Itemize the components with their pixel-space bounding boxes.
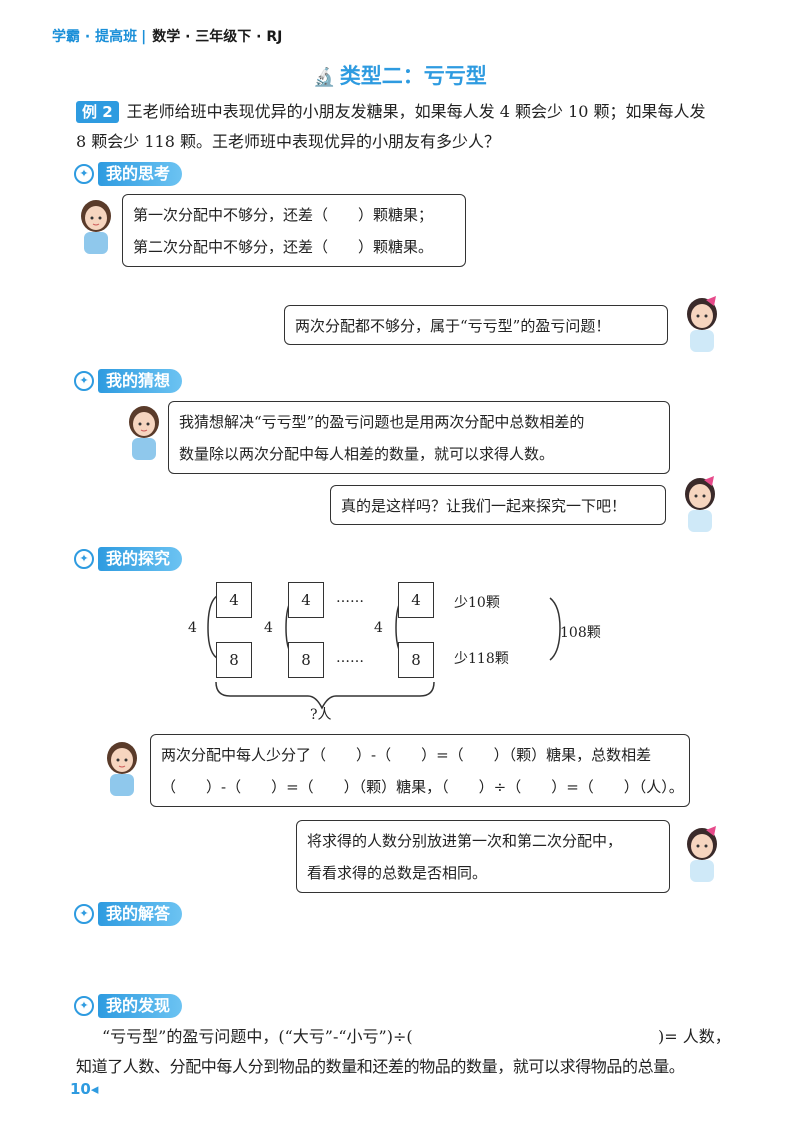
section-label: 我的思考: [98, 162, 183, 186]
count-box: 4: [398, 582, 434, 618]
girl-avatar: [107, 742, 137, 796]
page-number: 10◂: [70, 1080, 99, 1098]
speech-bubble: 两次分配中每人少分了（ ）-（ ）=（ ）（颗）糖果，总数相差 （ ）-（ ）=…: [150, 734, 690, 807]
brace-label: 4: [188, 620, 197, 636]
girl-avatar: [81, 200, 111, 254]
header-subject: 数学: [152, 29, 181, 45]
lightbulb-icon: ✦: [74, 164, 94, 184]
example-line2: 8 颗会少 118 颗。王老师班中表现优异的小朋友有多少人？: [76, 132, 500, 151]
distribution-diagram: 4 4 4 4 4 …… 4 少10颗 8 8 …… 8 少118颗 108颗 …: [180, 576, 620, 726]
bubble-line: 数量除以两次分配中每人相差的数量，就可以求得人数。: [179, 445, 555, 463]
lightbulb-icon: ✦: [74, 996, 94, 1016]
bubble-line: 我猜想解决“亏亏型”的盈亏问题也是用两次分配中总数相差的: [179, 413, 585, 431]
bubble-line: 两次分配都不够分，属于“亏亏型”的盈亏问题！: [295, 317, 611, 335]
brace-label: 4: [264, 620, 273, 636]
brace-label: 4: [374, 620, 383, 636]
running-header: 学霸 · 提高班|数学 · 三年级下 · RJ: [52, 29, 283, 45]
bubble-line: 第二次分配中不够分，还差（ ）颗糖果。: [133, 238, 434, 256]
discovery-line2: 知道了人数、分配中每人分到物品的数量和还差的物品的数量，就可以求得物品的总量。: [76, 1057, 685, 1076]
bubble-line: 真的是这样吗？让我们一起来探究一下吧！: [341, 497, 627, 515]
difference-label: 108颗: [560, 625, 601, 641]
section-header-answer: ✦ 我的解答: [74, 902, 183, 926]
section-label: 我的探究: [98, 547, 183, 571]
count-box: 4: [216, 582, 252, 618]
lightbulb-icon: ✦: [74, 904, 94, 924]
count-box: 8: [288, 642, 324, 678]
girl-bow-avatar: [685, 476, 715, 532]
bubble-line: （ ）-（ ）=（ ）（颗）糖果，（ ）÷（ ）=（ ）（人）。: [161, 778, 684, 796]
section-label: 我的解答: [98, 902, 183, 926]
lightbulb-icon: ✦: [74, 549, 94, 569]
ellipsis: ……: [336, 650, 364, 666]
girl-avatar: [129, 406, 159, 460]
discovery-line1-right: )= 人数，: [658, 1027, 731, 1046]
section-label: 我的猜想: [98, 369, 183, 393]
girl-bow-avatar: [687, 296, 717, 352]
example-badge: 例 2: [76, 101, 119, 123]
header-series: 提高班: [95, 29, 138, 45]
count-box: 8: [216, 642, 252, 678]
header-grade: 三年级下: [195, 29, 252, 45]
microscope-icon: 🔬: [313, 67, 336, 88]
count-box: 8: [398, 642, 434, 678]
discovery-text: “亏亏型”的盈亏问题中，(“大亏”-“小亏”)÷( )= 人数， 知道了人数、分…: [76, 1022, 736, 1082]
section-header-explore: ✦ 我的探究: [74, 547, 183, 571]
ellipsis: ……: [336, 590, 364, 606]
girl-bow-avatar: [687, 826, 717, 882]
bubble-line: 第一次分配中不够分，还差（ ）颗糖果；: [133, 206, 434, 224]
section-title-text: 类型二：亏亏型: [339, 64, 487, 88]
reply-bubble: 真的是这样吗？让我们一起来探究一下吧！: [330, 485, 666, 525]
example-line1: 王老师给班中表现优异的小朋友发糖果，如果每人发 4 颗会少 10 颗；如果每人发: [126, 102, 706, 121]
bubble-line: 两次分配中每人少分了（ ）-（ ）=（ ）（颗）糖果，总数相差: [161, 746, 652, 764]
count-box: 4: [288, 582, 324, 618]
header-brand: 学霸: [52, 29, 80, 45]
people-label: ?人: [310, 707, 332, 723]
shortage-label: 少10颗: [454, 595, 500, 611]
bubble-line: 将求得的人数分别放进第一次和第二次分配中，: [307, 832, 623, 850]
page-number-text: 10: [70, 1080, 91, 1098]
section-label: 我的发现: [98, 994, 183, 1018]
section-header-discover: ✦ 我的发现: [74, 994, 183, 1018]
speech-bubble: 我猜想解决“亏亏型”的盈亏问题也是用两次分配中总数相差的 数量除以两次分配中每人…: [168, 401, 670, 474]
header-edition: RJ: [266, 29, 283, 45]
discovery-line1-left: “亏亏型”的盈亏问题中，(“大亏”-“小亏”)÷(: [102, 1027, 413, 1046]
reply-bubble: 将求得的人数分别放进第一次和第二次分配中， 看看求得的总数是否相同。: [296, 820, 670, 893]
shortage-label: 少118颗: [454, 651, 509, 667]
section-header-guess: ✦ 我的猜想: [74, 369, 183, 393]
section-header-think: ✦ 我的思考: [74, 162, 183, 186]
speech-bubble: 第一次分配中不够分，还差（ ）颗糖果； 第二次分配中不够分，还差（ ）颗糖果。: [122, 194, 466, 267]
section-title: 🔬类型二：亏亏型: [0, 60, 800, 90]
lightbulb-icon: ✦: [74, 371, 94, 391]
bubble-line: 看看求得的总数是否相同。: [307, 864, 488, 882]
reply-bubble: 两次分配都不够分，属于“亏亏型”的盈亏问题！: [284, 305, 668, 345]
example-problem: 例 2 王老师给班中表现优异的小朋友发糖果，如果每人发 4 颗会少 10 颗；如果…: [76, 97, 736, 157]
